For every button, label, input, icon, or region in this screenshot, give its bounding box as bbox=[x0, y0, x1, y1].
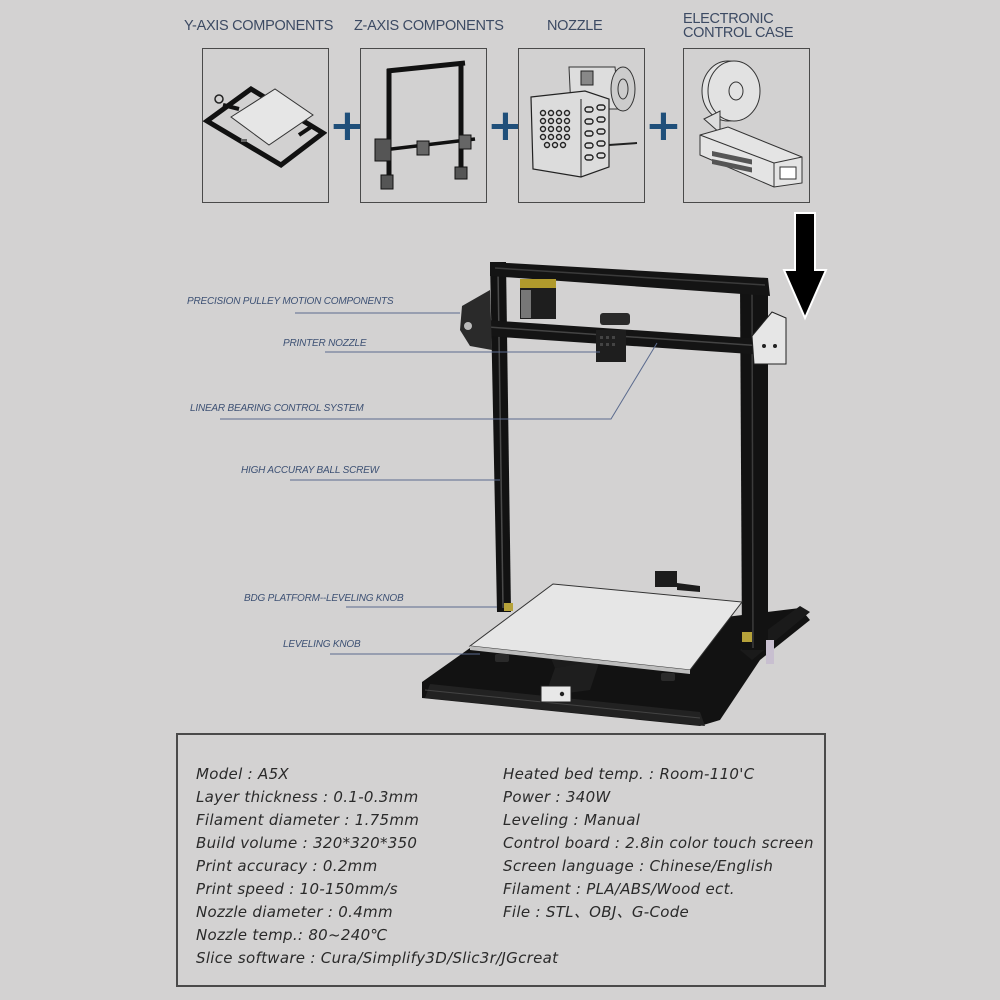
callout-high-accuracy-ball-screw: HIGH ACCURAY BALL SCREW bbox=[241, 465, 379, 476]
specs-right-column: Heated bed temp. : Room-110'C Power : 34… bbox=[503, 763, 814, 924]
print-bed bbox=[468, 571, 774, 681]
nozzle-box bbox=[518, 48, 645, 203]
y-axis-components-box bbox=[202, 48, 329, 203]
spec-control-board: Control board : 2.8in color touch screen bbox=[503, 834, 814, 852]
y-axis-bed-icon bbox=[202, 85, 328, 169]
title-line-2: CONTROL CASE bbox=[683, 25, 794, 41]
title-electronic-control-case: ELECTRONIC CONTROL CASE bbox=[683, 11, 794, 41]
z-motor bbox=[520, 279, 556, 319]
specs-left-column: Model : A5X Layer thickness : 0.1-0.3mm … bbox=[196, 763, 558, 970]
title-nozzle: NOZZLE bbox=[547, 18, 603, 34]
down-arrow-icon bbox=[782, 212, 828, 321]
title-y-axis-components: Y-AXIS COMPONENTS bbox=[184, 18, 334, 34]
callout-linear-bearing-control-system: LINEAR BEARING CONTROL SYSTEM bbox=[190, 403, 364, 414]
spec-print-accuracy: Print accuracy : 0.2mm bbox=[196, 857, 378, 875]
electronic-control-case-box bbox=[683, 48, 810, 203]
callout-leader-lines bbox=[220, 312, 658, 655]
callout-leveling-knob: LEVELING KNOB bbox=[283, 639, 361, 650]
callout-printer-nozzle: PRINTER NOZZLE bbox=[283, 338, 367, 349]
spec-print-speed: Print speed : 10-150mm/s bbox=[196, 880, 398, 898]
plus-icon: + bbox=[329, 100, 366, 151]
specifications-box: Model : A5X Layer thickness : 0.1-0.3mm … bbox=[176, 733, 826, 987]
spec-screen-language: Screen language : Chinese/English bbox=[503, 857, 774, 875]
plus-icon: + bbox=[487, 100, 524, 151]
spec-layer-thickness: Layer thickness : 0.1-0.3mm bbox=[196, 788, 419, 806]
top-bar bbox=[490, 262, 770, 296]
callout-pulley-motion-components: PRECISION PULLEY MOTION COMPONENTS bbox=[187, 296, 394, 307]
left-upright bbox=[490, 262, 511, 612]
title-line-1: ELECTRONIC bbox=[683, 11, 774, 27]
spec-power: Power : 340W bbox=[503, 788, 611, 806]
spec-model: Model : A5X bbox=[196, 765, 290, 783]
x-gantry bbox=[460, 290, 787, 365]
spec-nozzle-diameter: Nozzle diameter : 0.4mm bbox=[196, 903, 393, 921]
z-axis-components-box bbox=[360, 48, 487, 203]
spec-filament: Filament : PLA/ABS/Wood ect. bbox=[503, 880, 735, 898]
spec-nozzle-temp: Nozzle temp.: 80~240℃ bbox=[196, 926, 388, 944]
spec-filament-diameter: Filament diameter : 1.75mm bbox=[196, 811, 420, 829]
z-axis-frame-icon bbox=[374, 60, 476, 190]
plus-icon: + bbox=[645, 100, 682, 151]
printer-illustration bbox=[220, 212, 828, 726]
spec-build-volume: Build volume : 320*320*350 bbox=[196, 834, 418, 852]
control-case-icon bbox=[699, 60, 803, 188]
spec-leveling: Leveling : Manual bbox=[503, 811, 641, 829]
callout-bdg-platform-leveling-knob: BDG PLATFORM--LEVELING KNOB bbox=[244, 593, 404, 604]
title-z-axis-components: Z-AXIS COMPONENTS bbox=[354, 18, 504, 34]
spec-file: File : STL、OBJ、G-Code bbox=[503, 903, 690, 921]
spec-slice-software: Slice software : Cura/Simplify3D/Slic3r/… bbox=[196, 949, 559, 967]
nozzle-hotend-icon bbox=[530, 66, 638, 178]
spec-heated-bed-temp: Heated bed temp. : Room-110'C bbox=[503, 765, 755, 783]
